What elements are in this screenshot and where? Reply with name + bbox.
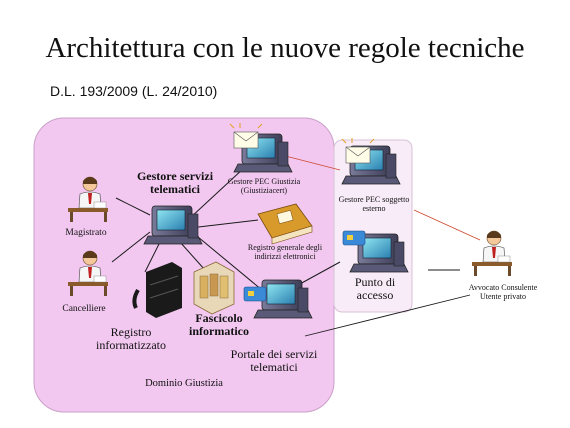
magistrato-label: Magistrato bbox=[65, 228, 107, 238]
domain-label: Dominio Giustizia bbox=[145, 378, 223, 389]
avvocato-label: Avvocato Consulente Utente privato bbox=[468, 283, 538, 301]
access-links bbox=[304, 269, 471, 337]
slide-title: Architettura con le nuove regole tecnich… bbox=[45, 32, 525, 64]
folder-shelf-icon bbox=[193, 261, 235, 315]
portale-label: Portale dei servizi telematici bbox=[230, 347, 318, 375]
cancelliere-label: Cancelliere bbox=[62, 304, 106, 314]
fascicolo-informatico-label: Fascicolo informatico bbox=[189, 311, 249, 339]
smart-card-icon bbox=[342, 230, 366, 246]
gestore-servizi-label: Gestore servizi telematici bbox=[136, 169, 214, 197]
pec-giustizia-label: Gestore PEC Giustizia (Giustiziacert) bbox=[227, 177, 301, 195]
punto-accesso-label: Punto di accesso bbox=[354, 275, 396, 303]
pec-esterno-label: Gestore PEC soggetto esterno bbox=[338, 195, 410, 213]
avvocato-person-icon bbox=[471, 230, 513, 277]
smart-card-icon bbox=[243, 286, 267, 302]
slide-subtitle: D.L. 193/2009 (L. 24/2010) bbox=[50, 83, 218, 99]
registro-generale-label: Registro generale degli indirizzi elettr… bbox=[247, 243, 323, 261]
address-book-icon bbox=[257, 203, 313, 245]
filing-cabinet-icon bbox=[132, 262, 182, 318]
registro-informatizzato-label: Registro informatizzato bbox=[96, 325, 166, 353]
